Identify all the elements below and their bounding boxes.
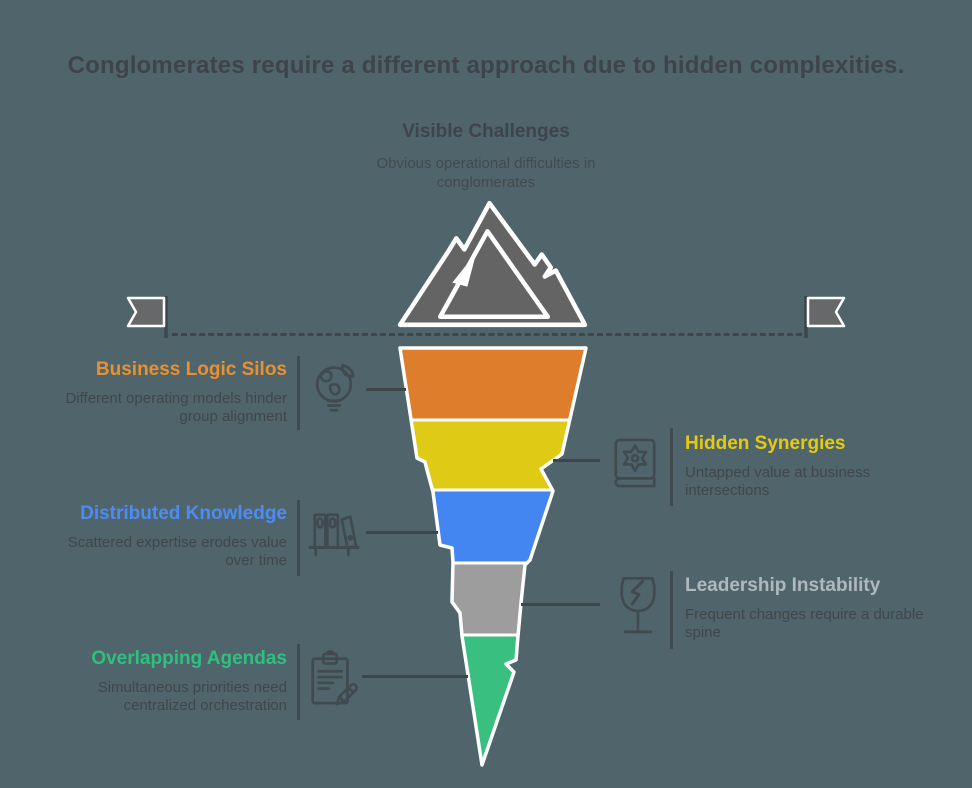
connector-line-hidden-synergies [553, 459, 600, 462]
entry-description: Untapped value at business intersections [685, 463, 871, 500]
entry-divider [297, 356, 300, 430]
connector-line-distributed-knowledge [366, 531, 438, 534]
funnel-segment-distributed-knowledge [400, 490, 586, 563]
entry-description: Scattered expertise erodes value over ti… [67, 533, 287, 570]
entry-title: Hidden Synergies [685, 433, 846, 454]
funnel-outline [398, 346, 588, 767]
right-flag-icon [804, 296, 846, 338]
funnel-segment-business-logic-silos [400, 348, 586, 420]
entry-overlapping-agendas: Overlapping Agendas Simultaneous priorit… [37, 648, 287, 716]
entry-description: Different operating models hinder group … [65, 389, 287, 426]
surface-subtitle: Obvious operational difficulties in cong… [376, 155, 596, 191]
broken-glass-icon [620, 576, 656, 634]
page-title: Conglomerates require a different approa… [67, 52, 905, 79]
funnel-segment-leadership-instability [400, 563, 586, 635]
connector-line-leadership-instability [521, 603, 600, 606]
entry-divider [297, 500, 300, 576]
entry-distributed-knowledge: Distributed Knowledge Scattered expertis… [37, 503, 287, 571]
mountain-icon [397, 200, 588, 328]
entry-description: Frequent changes require a durable spine [685, 605, 924, 642]
clipboard-pencil-icon [311, 650, 358, 706]
waterline-dashed-line [172, 333, 802, 336]
entry-divider [297, 644, 300, 720]
entry-divider [670, 571, 673, 649]
gear-book-icon [614, 438, 656, 488]
entry-leadership-instability: Leadership Instability Frequent changes … [685, 575, 945, 643]
entry-business-logic-silos: Business Logic Silos Different operating… [37, 359, 287, 427]
bookshelf-icon [308, 513, 360, 557]
entry-hidden-synergies: Hidden Synergies Untapped value at busin… [685, 433, 895, 501]
iceberg-funnel [398, 346, 588, 767]
entry-title: Overlapping Agendas [91, 648, 287, 669]
entry-divider [670, 428, 673, 506]
entry-title: Business Logic Silos [95, 359, 287, 380]
surface-title: Visible Challenges [402, 121, 570, 142]
connector-line-business-logic-silos [366, 388, 406, 391]
left-flag-icon [126, 296, 168, 338]
funnel-segment-overlapping-agendas [400, 635, 586, 765]
entry-title: Distributed Knowledge [80, 503, 287, 524]
connector-line-overlapping-agendas [362, 675, 468, 678]
entry-description: Simultaneous priorities need centralized… [97, 678, 287, 715]
entry-title: Leadership Instability [685, 575, 881, 596]
globe-lightbulb-icon [315, 363, 355, 412]
